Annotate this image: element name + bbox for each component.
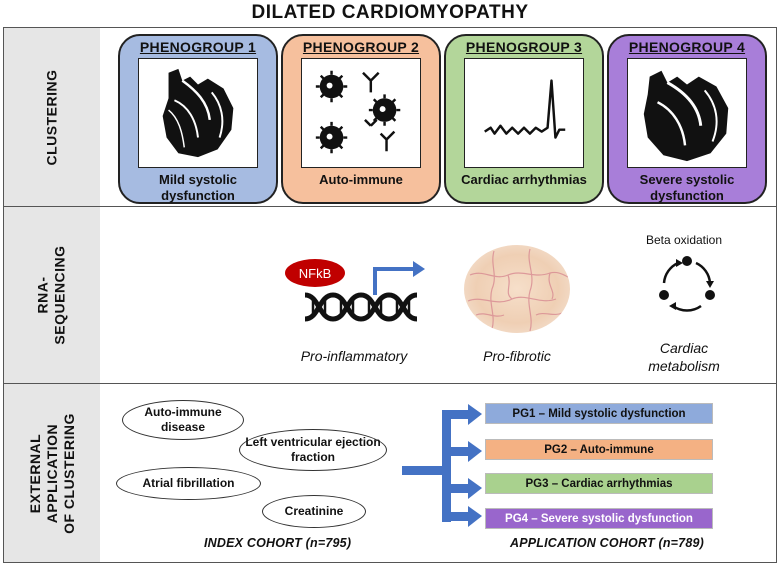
phenogroup-4-card: PHENOGROUP 4 Severe systolic dysfunction [607,34,767,204]
clustering-row: CLUSTERING PHENOGROUP 1 Mild systolic dy… [3,27,777,207]
phenogroup-3-card: PHENOGROUP 3 Cardiac arrhythmias [444,34,604,204]
dna-icon [304,261,425,322]
metabolic-cycle-icon [659,256,715,312]
beta-oxidation-label: Beta oxidation [645,233,723,247]
phenogroup-3-title: PHENOGROUP 3 [465,39,583,55]
phenogroup-3-description: Cardiac arrhythmias [461,172,587,187]
result-bar-pg3: PG3 – Cardiac arrhythmias [485,473,713,494]
phenogroup-1-description: Mild systolic dysfunction [158,172,238,203]
variable-ellipse: Auto-immune disease [122,400,244,440]
virus-antibody-icon [301,58,421,168]
row-label-rna-sequencing: RNA- SEQUENCING [4,207,100,383]
pro-fibrotic-label: Pro-fibrotic [483,348,551,364]
phenogroup-1-card: PHENOGROUP 1 Mild systolic dysfunction [118,34,278,204]
fibrosis-tissue-image [464,245,570,333]
phenogroup-2-description: Auto-immune [319,172,403,187]
page-title: DILATED CARDIOMYOPATHY [251,2,529,23]
cardiac-metabolism-label: Cardiac metabolism [648,340,720,374]
row-label-clustering: CLUSTERING [4,28,100,206]
heart-icon [627,58,747,168]
pro-inflammatory-label: Pro-inflammatory [300,348,408,364]
phenogroup-1-title: PHENOGROUP 1 [139,39,257,55]
application-cohort-label: APPLICATION COHORT (n=789) [510,536,704,550]
result-bar-pg4: PG4 – Severe systolic dysfunction [485,508,713,529]
ecg-trace-icon [464,58,584,168]
variable-ellipse: Atrial fibrillation [116,467,261,500]
phenogroup-2-title: PHENOGROUP 2 [302,39,420,55]
phenogroup-4-description: Severe systolic dysfunction [639,172,735,203]
external-application-row: EXTERNAL APPLICATION OF CLUSTERING Auto-… [3,383,777,563]
variable-ellipse: Left ventricular ejection fraction [239,429,387,471]
nfkb-badge: NFkB [285,259,345,287]
rna-sequencing-row: RNA- SEQUENCING NFkB Pro-inflammatory Pr… [3,206,777,384]
branching-arrow-icon [402,404,482,527]
variable-ellipse: Creatinine [262,495,366,528]
phenogroup-2-card: PHENOGROUP 2 Auto-immune [281,34,441,204]
heart-icon [138,58,258,168]
phenogroup-4-title: PHENOGROUP 4 [628,39,746,55]
index-cohort-label: INDEX COHORT (n=795) [204,536,352,550]
result-bar-pg1: PG1 – Mild systolic dysfunction [485,403,713,424]
row-label-external-application: EXTERNAL APPLICATION OF CLUSTERING [4,384,100,562]
result-bar-pg2: PG2 – Auto-immune [485,439,713,460]
